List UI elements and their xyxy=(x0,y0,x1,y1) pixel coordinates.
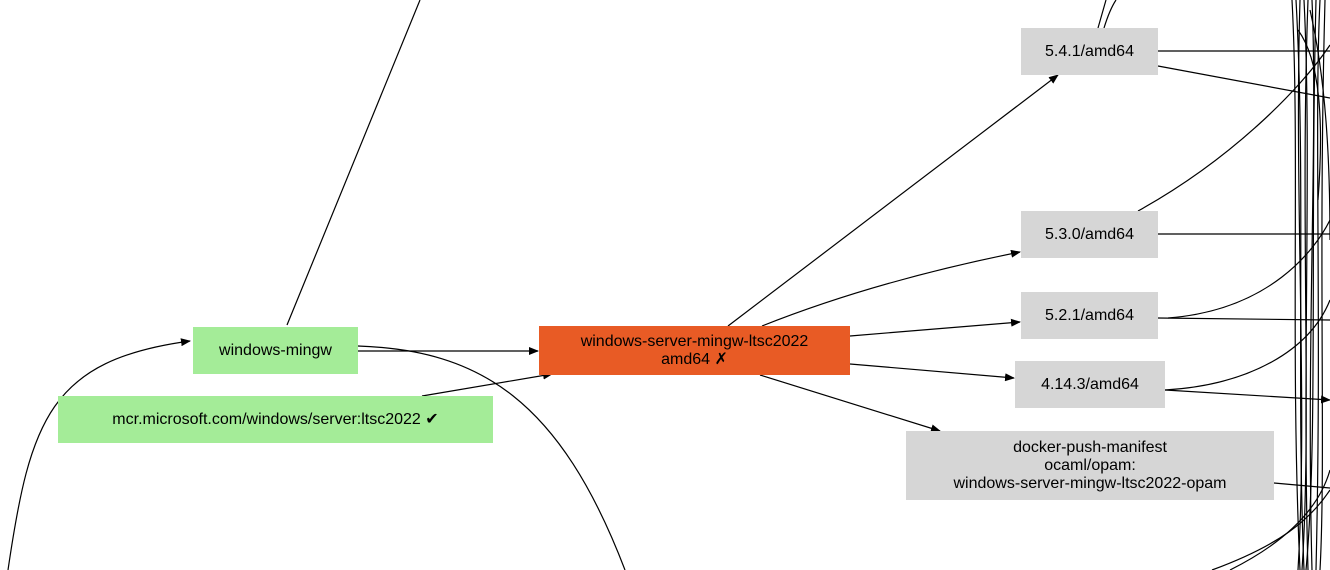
windows-mingw-label: windows-mingw xyxy=(219,341,332,359)
docker-push-manifest-line2: ocaml/opam: xyxy=(1044,456,1136,474)
edge-build-to-530 xyxy=(761,249,1021,327)
edge-4143-out xyxy=(1164,389,1330,404)
edge-mcr-to-build xyxy=(421,371,553,397)
edge-mingw-down xyxy=(357,345,626,570)
edge-bundle-10 xyxy=(1297,29,1322,201)
edge-bundle-3 xyxy=(1297,0,1303,570)
version-4143-label: 4.14.3/amd64 xyxy=(1041,375,1139,393)
version-521-label: 5.2.1/amd64 xyxy=(1045,306,1134,324)
edge-bundle-9 xyxy=(1319,0,1326,570)
ltsc2022-build-label-line2: amd64 ✗ xyxy=(661,350,728,368)
ltsc2022-build-label-line1: windows-server-mingw-ltsc2022 xyxy=(580,332,809,350)
version-521-node[interactable]: 5.2.1/amd64 xyxy=(1021,292,1158,339)
edge-bundle-7 xyxy=(1305,0,1317,570)
docker-push-manifest-line1: docker-push-manifest xyxy=(1013,438,1167,456)
edge-build-to-4143 xyxy=(849,363,1015,382)
edge-build-to-541 xyxy=(727,74,1059,327)
edge-521-out xyxy=(1157,317,1330,321)
version-4143-node[interactable]: 4.14.3/amd64 xyxy=(1015,361,1165,408)
version-530-label: 5.3.0/amd64 xyxy=(1045,225,1134,243)
ltsc2022-build-node[interactable]: windows-server-mingw-ltsc2022 amd64 ✗ xyxy=(539,326,850,375)
edge-into-541-a xyxy=(1097,0,1107,29)
edge-into-541-b xyxy=(1103,0,1117,29)
edge-to-windows-mingw-top xyxy=(286,0,421,326)
mcr-base-image-label: mcr.microsoft.com/windows/server:ltsc202… xyxy=(112,410,439,428)
edge-to-windows-mingw-left xyxy=(7,338,191,570)
edge-bundle-5 xyxy=(1301,0,1309,570)
edge-4143-up xyxy=(1164,299,1330,391)
edge-bundle-1 xyxy=(1291,0,1301,570)
docker-push-manifest-line3: windows-server-mingw-ltsc2022-opam xyxy=(953,474,1227,492)
mcr-base-image-node[interactable]: mcr.microsoft.com/windows/server:ltsc202… xyxy=(58,396,493,443)
edge-521-up xyxy=(1167,219,1330,319)
edge-build-to-push xyxy=(759,374,941,433)
edge-530-up xyxy=(1137,44,1330,212)
windows-mingw-node[interactable]: windows-mingw xyxy=(193,327,358,374)
version-530-node[interactable]: 5.3.0/amd64 xyxy=(1021,211,1158,258)
version-541-node[interactable]: 5.4.1/amd64 xyxy=(1021,28,1158,75)
edge-bundle-6 xyxy=(1309,0,1315,570)
edge-build-to-521 xyxy=(849,318,1021,337)
edge-541-out2 xyxy=(1157,65,1330,99)
version-541-label: 5.4.1/amd64 xyxy=(1045,42,1134,60)
docker-push-manifest-node[interactable]: docker-push-manifest ocaml/opam: windows… xyxy=(906,431,1274,500)
